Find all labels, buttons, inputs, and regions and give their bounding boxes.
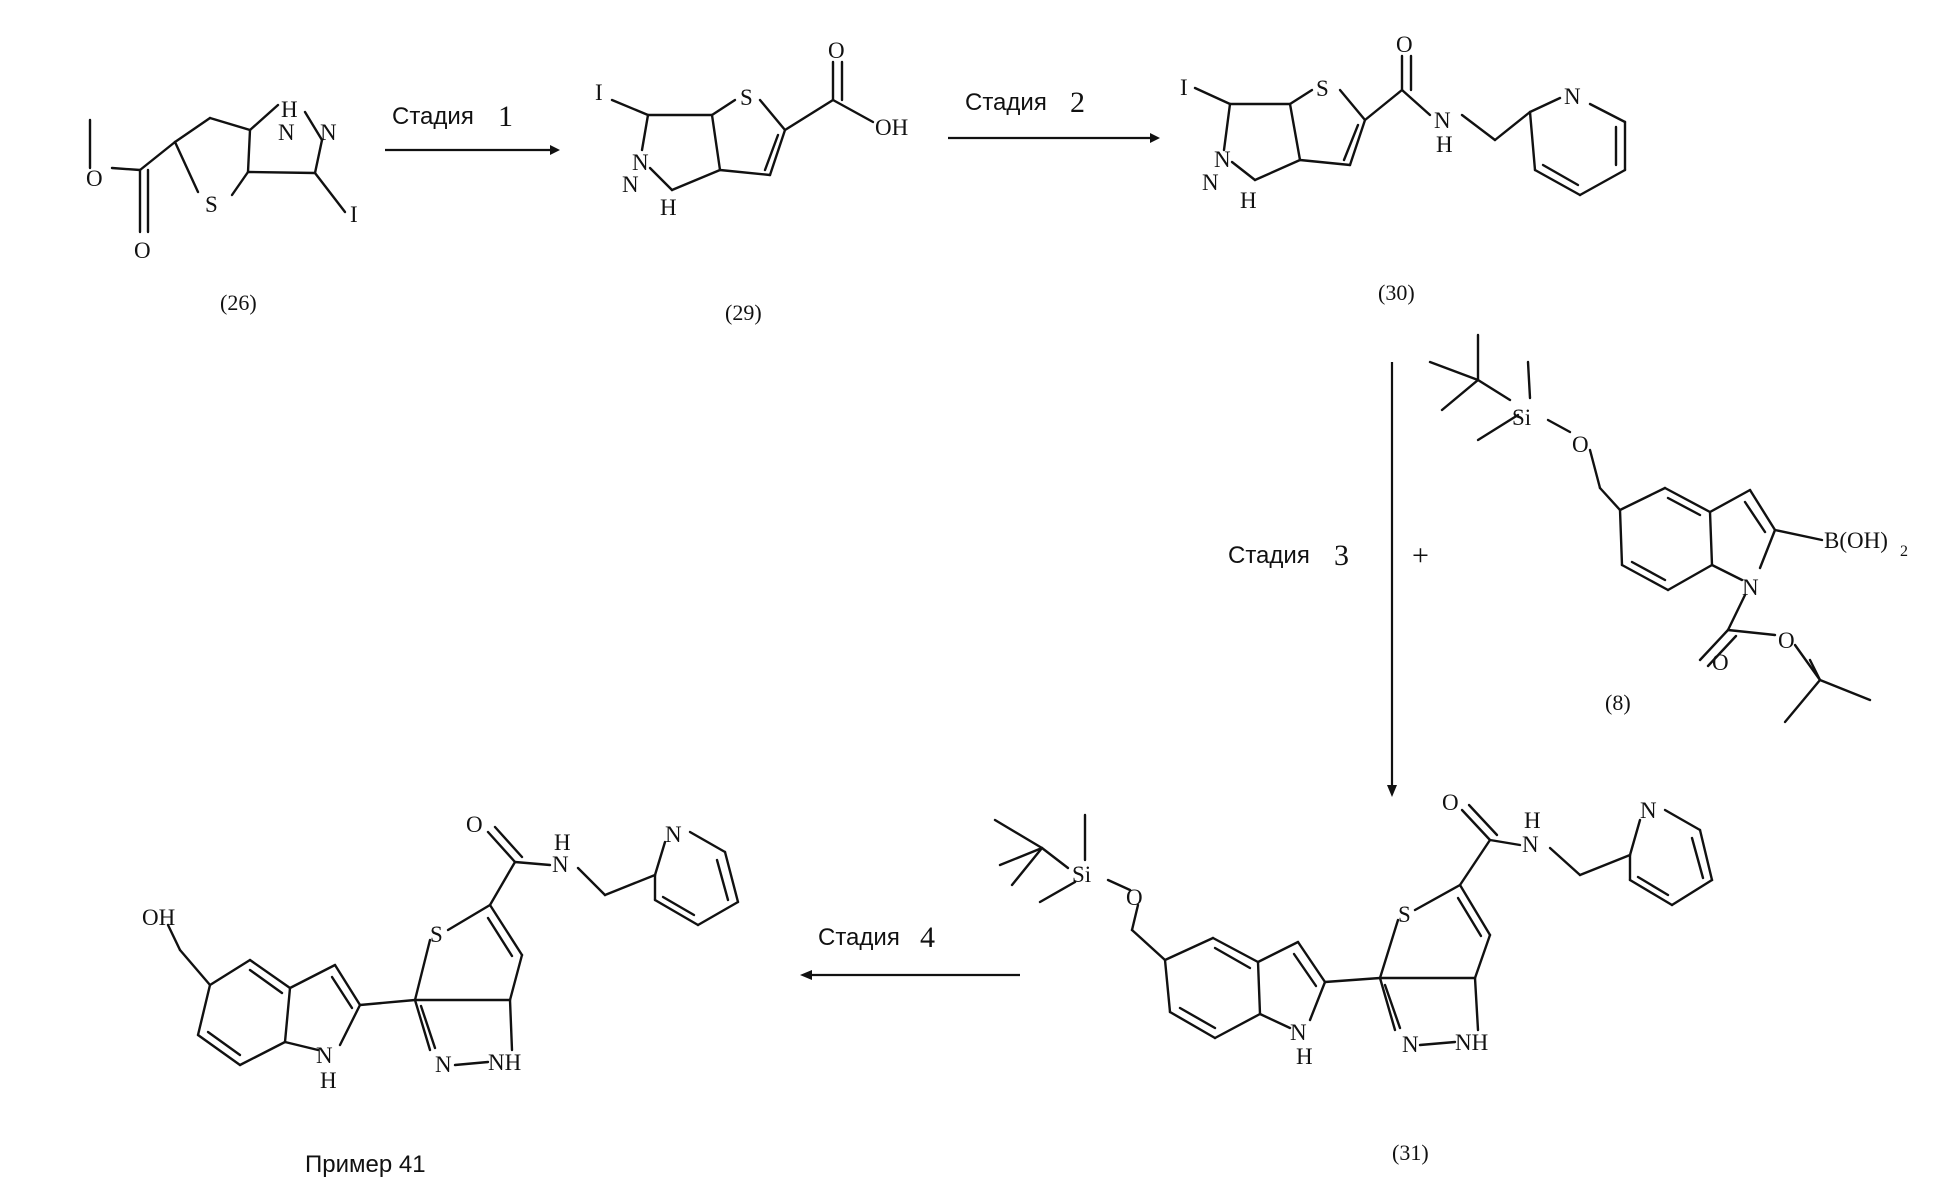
ex41-atom-N-pyrazole: N: [435, 1052, 452, 1077]
c8-atom-boronic: B(OH): [1824, 528, 1888, 553]
c29-atom-H: H: [660, 195, 677, 220]
c31-atom-O-ether: O: [1126, 885, 1143, 910]
compound-label-8: (8): [1605, 690, 1631, 715]
c26-atom-O-ester: O: [86, 166, 103, 191]
step2-arrowhead: [1150, 133, 1160, 143]
c8-atom-N: N: [1742, 575, 1759, 600]
c29-atom-I: I: [595, 80, 603, 105]
c31-atom-NH-pyrazole: NH: [1455, 1030, 1488, 1055]
c31-atom-N-pyridine: N: [1640, 798, 1657, 823]
c26-atom-O-carbonyl: O: [134, 238, 151, 263]
ex41-atom-NH-pyrazole: NH: [488, 1050, 521, 1075]
c8-atom-O-ester: O: [1778, 628, 1795, 653]
c29-atom-S: S: [740, 85, 753, 110]
c8-atom-O-carbonyl: O: [1712, 650, 1729, 675]
step3-arrowhead: [1387, 785, 1397, 797]
c30-atom-O: O: [1396, 32, 1413, 57]
c30-atom-I: I: [1180, 75, 1188, 100]
ex41-atom-OH: OH: [142, 905, 175, 930]
step1-number: 1: [498, 100, 513, 133]
c31-atom-H-indole: H: [1296, 1044, 1313, 1069]
c31-atom-N-indole: N: [1290, 1020, 1307, 1045]
plus-sign: +: [1412, 539, 1429, 572]
compound-30-structure: [1195, 56, 1625, 195]
c8-atom-O-ether: O: [1572, 432, 1589, 457]
step1-label: Стадия: [392, 103, 474, 130]
step3-number: 3: [1334, 539, 1349, 572]
ex41-atom-O: O: [466, 812, 483, 837]
example-41-structure: [168, 827, 738, 1065]
compound-31-structure: [995, 805, 1712, 1045]
compound-label-30: (30): [1378, 280, 1415, 305]
c30-atom-N2: N: [1202, 170, 1219, 195]
ex41-atom-H-indole: H: [320, 1068, 337, 1093]
c31-atom-S: S: [1398, 902, 1411, 927]
ex41-atom-N-indole: N: [316, 1043, 333, 1068]
c26-atom-N1: N: [278, 120, 295, 145]
c26-atom-I: I: [350, 202, 358, 227]
c30-atom-N1: N: [1214, 147, 1231, 172]
c30-atom-N-amide: N: [1434, 108, 1451, 133]
c30-atom-H: H: [1240, 188, 1257, 213]
c8-atom-boronic-sub: 2: [1900, 543, 1908, 560]
ex41-atom-H-amide: H: [554, 830, 571, 855]
ex41-atom-N-pyridine: N: [665, 822, 682, 847]
c31-atom-N-pyrazole: N: [1402, 1032, 1419, 1057]
compound-8-structure: [1430, 335, 1870, 722]
step2-number: 2: [1070, 86, 1085, 119]
step4-number: 4: [920, 921, 935, 954]
c31-atom-H-amide: H: [1524, 808, 1541, 833]
compound-label-26: (26): [220, 290, 257, 315]
step4-label: Стадия: [818, 924, 900, 951]
step4-arrowhead: [800, 970, 812, 980]
step2-label: Стадия: [965, 89, 1047, 116]
c29-atom-OH: OH: [875, 115, 908, 140]
c31-atom-Si: Si: [1072, 862, 1091, 887]
step3-label: Стадия: [1228, 542, 1310, 569]
c30-atom-N-pyridine: N: [1564, 84, 1581, 109]
example-41-label: Пример 41: [305, 1151, 426, 1178]
c8-atom-Si: Si: [1512, 405, 1531, 430]
ex41-atom-N-amide: N: [552, 852, 569, 877]
step1-arrowhead: [550, 145, 560, 155]
c26-atom-N2: N: [320, 120, 337, 145]
ex41-atom-S: S: [430, 922, 443, 947]
c31-atom-N-amide: N: [1522, 832, 1539, 857]
c30-atom-S: S: [1316, 76, 1329, 101]
c26-atom-H: H: [281, 97, 298, 122]
c29-atom-O: O: [828, 38, 845, 63]
compound-label-31: (31): [1392, 1140, 1429, 1165]
c29-atom-N2: N: [622, 172, 639, 197]
compound-label-29: (29): [725, 300, 762, 325]
compound-29-structure: [612, 62, 873, 190]
c31-atom-O: O: [1442, 790, 1459, 815]
c26-atom-S: S: [205, 192, 218, 217]
c30-atom-H-amide: H: [1436, 132, 1453, 157]
